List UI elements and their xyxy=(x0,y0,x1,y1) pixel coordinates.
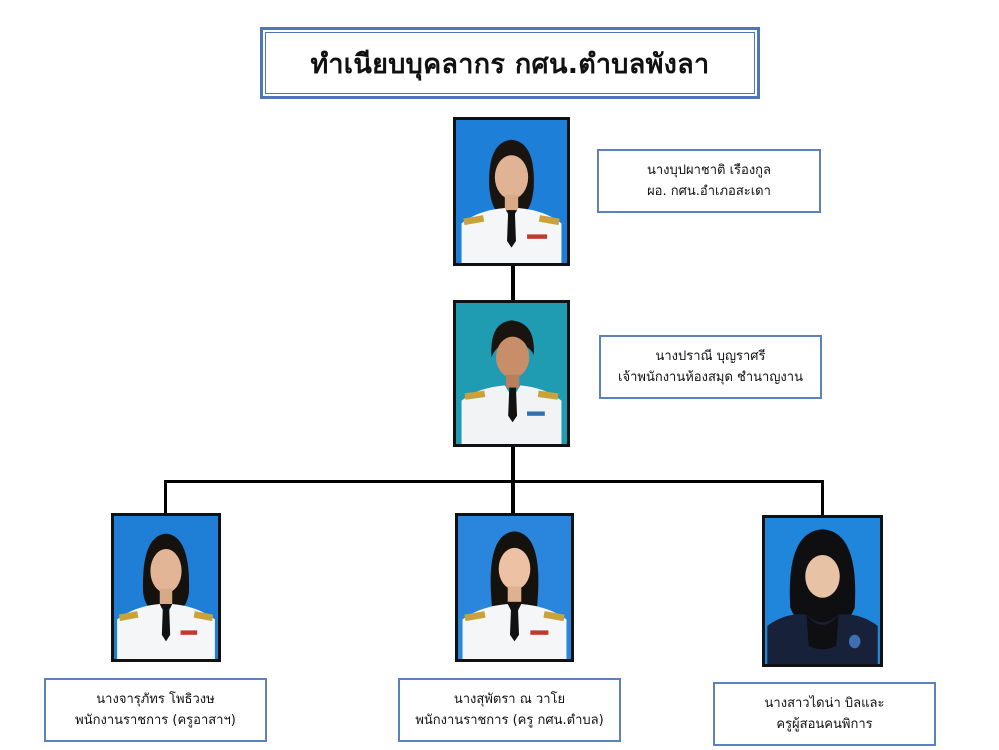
connector-librarian-down xyxy=(511,446,515,482)
photo-teacher-left xyxy=(111,513,221,662)
connector-left-drop xyxy=(164,480,167,515)
portrait-teacher-right-icon xyxy=(765,518,880,664)
portrait-librarian-icon xyxy=(456,303,567,444)
teacher-left-name: นางจารุภัทร โพธิวงษ xyxy=(96,691,215,707)
teacher-left-position: พนักงานราชการ (ครูอาสาฯ) xyxy=(75,713,236,728)
connector-horizontal-bar xyxy=(164,480,824,483)
page-title: ทำเนียบบุคลากร กศน.ตำบลพังลา xyxy=(310,48,710,80)
teacher-center-name: นางสุพัตรา ณ วาโย xyxy=(453,691,566,707)
photo-teacher-right xyxy=(762,515,883,667)
director-name: นางบุปผาชาติ เรืองกูล xyxy=(646,162,772,178)
connector-center-drop xyxy=(511,480,515,515)
portrait-director-icon xyxy=(456,120,567,263)
librarian-name: นางปราณี บุญราศรี xyxy=(655,348,766,364)
director-name-box: นางบุปผาชาติ เรืองกูล ผอ. กศน.อำเภอสะเดา xyxy=(597,149,821,213)
teacher-right-name: นางสาวไดน่า บิลและ xyxy=(764,695,885,711)
teacher-right-position: ครูผู้สอนคนพิการ xyxy=(776,717,873,732)
title-frame: ทำเนียบบุคลากร กศน.ตำบลพังลา xyxy=(260,27,760,99)
photo-director xyxy=(453,117,570,266)
librarian-position: เจ้าพนักงานห้องสมุด ชำนาญงาน xyxy=(618,370,803,385)
librarian-name-box: นางปราณี บุญราศรี เจ้าพนักงานห้องสมุด ชำ… xyxy=(599,335,822,399)
teacher-center-position: พนักงานราชการ (ครู กศน.ตำบล) xyxy=(415,713,604,728)
photo-librarian xyxy=(453,300,570,447)
photo-teacher-center xyxy=(455,513,574,662)
teacher-right-name-box: นางสาวไดน่า บิลและ ครูผู้สอนคนพิการ xyxy=(713,682,936,746)
portrait-teacher-left-icon xyxy=(114,516,218,659)
connector-director-to-librarian xyxy=(511,265,515,303)
director-position: ผอ. กศน.อำเภอสะเดา xyxy=(647,184,771,199)
teacher-left-name-box: นางจารุภัทร โพธิวงษ พนักงานราชการ (ครูอา… xyxy=(44,678,267,742)
connector-right-drop xyxy=(821,480,824,517)
portrait-teacher-center-icon xyxy=(458,516,571,659)
teacher-center-name-box: นางสุพัตรา ณ วาโย พนักงานราชการ (ครู กศน… xyxy=(398,678,621,742)
